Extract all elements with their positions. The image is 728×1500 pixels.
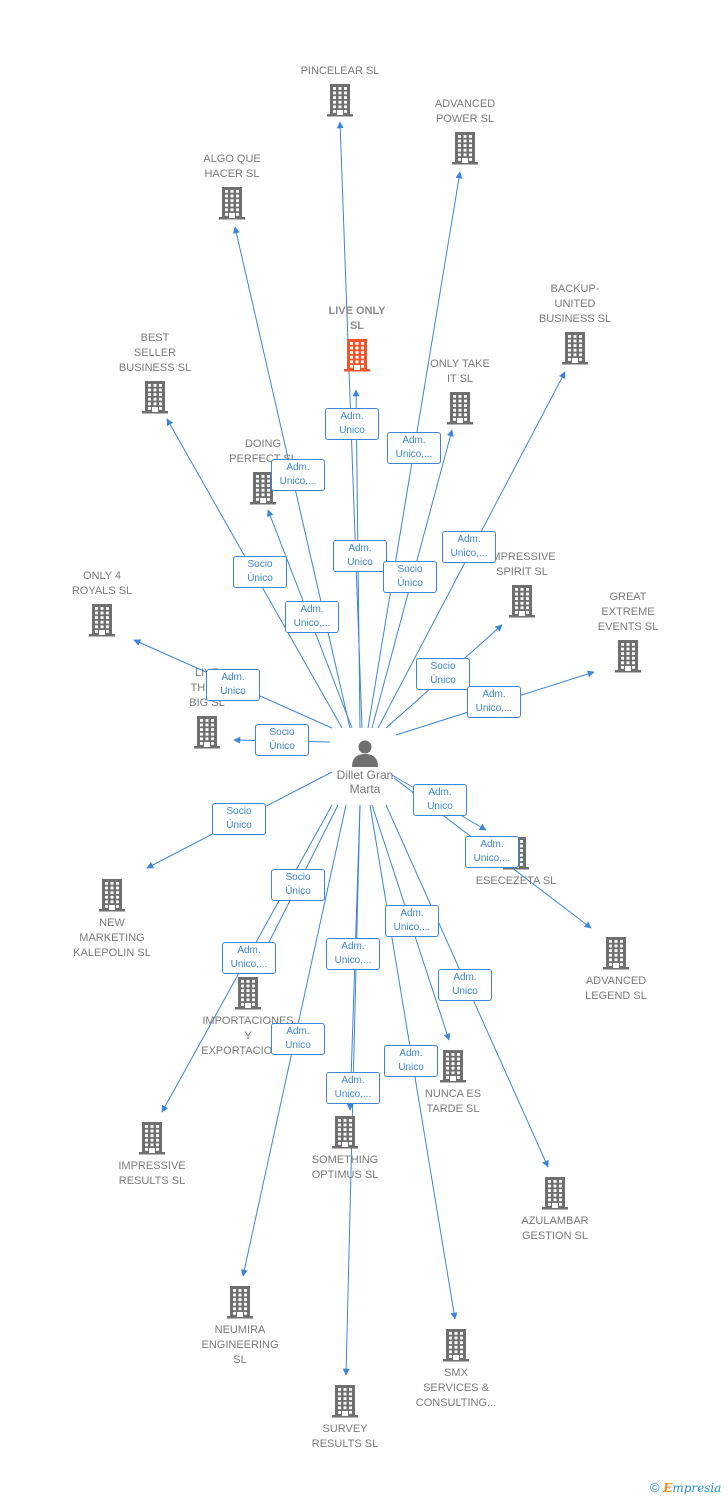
company-node-new-marketing[interactable]: NEW MARKETING KALEPOLIN SL — [57, 878, 167, 961]
building-icon — [344, 339, 370, 372]
company-node-great-extreme[interactable]: GREAT EXTREME EVENTS SL — [573, 590, 683, 673]
company-name: NEW MARKETING KALEPOLIN SL — [73, 917, 151, 959]
role-badge-impressive-spirit[interactable]: Socio Único — [416, 658, 470, 690]
building-icon — [89, 604, 115, 637]
building-icon — [139, 1122, 165, 1155]
role-badge-only-4-royals[interactable]: Adm. Unico — [206, 669, 260, 701]
company-node-only-take-it[interactable]: ONLY TAKE IT SL — [405, 357, 515, 425]
company-name: AZULAMBAR GESTION SL — [521, 1215, 589, 1242]
building-icon — [235, 977, 261, 1010]
role-badge-neumira[interactable]: Adm. Unico — [271, 1023, 325, 1055]
role-badge-new-marketing[interactable]: Socio Único — [212, 803, 266, 835]
building-icon — [603, 937, 629, 970]
company-node-azulambar[interactable]: AZULAMBAR GESTION SL — [500, 1176, 610, 1244]
company-node-smx[interactable]: SMX SERVICES & CONSULTING... — [401, 1328, 511, 1411]
company-node-advanced-power[interactable]: ADVANCED POWER SL — [410, 97, 520, 165]
role-badge-advanced-legend[interactable]: Adm. Unico,... — [465, 836, 519, 868]
building-icon — [509, 585, 535, 618]
brand-logo: Empresia — [663, 1481, 722, 1495]
building-icon — [452, 132, 478, 165]
footer-brand[interactable]: © Empresia — [650, 1480, 721, 1495]
building-icon — [562, 332, 588, 365]
company-name: GREAT EXTREME EVENTS SL — [597, 591, 659, 633]
role-badge-azulambar[interactable]: Adm. Unico — [438, 969, 492, 1001]
role-badge-impressive-results[interactable]: Adm. Unico,... — [222, 942, 276, 974]
building-icon — [250, 472, 276, 505]
company-name: ONLY TAKE IT SL — [430, 358, 490, 385]
company-name: IMPRESSIVE SPIRIT SL — [488, 551, 556, 578]
company-node-advanced-legend[interactable]: ADVANCED LEGEND SL — [561, 936, 671, 1004]
company-node-impressive-spirit[interactable]: IMPRESSIVE SPIRIT SL — [467, 550, 577, 618]
company-name: ADVANCED POWER SL — [434, 98, 496, 125]
company-name: BEST SELLER BUSINESS SL — [118, 332, 192, 374]
building-icon — [443, 1329, 469, 1362]
role-badge-smx[interactable]: Adm. Unico — [384, 1045, 438, 1077]
company-name: IMPRESSIVE RESULTS SL — [118, 1160, 186, 1187]
company-name: ESECEZETA SL — [475, 875, 557, 887]
building-icon — [332, 1385, 358, 1418]
role-badge-something-optimus[interactable]: Adm. Unico,... — [326, 938, 380, 970]
role-badge-importaciones[interactable]: Socio Único — [271, 869, 325, 901]
role-badge-great-extreme[interactable]: Adm. Unico,... — [467, 686, 521, 718]
person-name: Dillet Gran Marta — [336, 768, 394, 796]
role-badge-live-think-big[interactable]: Socio Único — [255, 724, 309, 756]
company-node-impressive-results[interactable]: IMPRESSIVE RESULTS SL — [97, 1121, 207, 1189]
person-icon — [352, 740, 378, 767]
role-badge-only-take-it[interactable]: Adm. Unico,... — [387, 432, 441, 464]
company-name: PINCELEAR SL — [300, 65, 380, 77]
building-icon — [542, 1177, 568, 1210]
company-name: BACKUP- UNITED BUSINESS SL — [538, 283, 612, 325]
building-icon — [99, 879, 125, 912]
company-name: LIVE ONLY SL — [328, 305, 386, 332]
building-icon — [227, 1286, 253, 1319]
company-name: ALGO QUE HACER SL — [203, 153, 261, 180]
company-name: SMX SERVICES & CONSULTING... — [415, 1367, 497, 1409]
company-name: NUNCA ES TARDE SL — [424, 1088, 482, 1115]
company-node-only-4-royals[interactable]: ONLY 4 ROYALS SL — [47, 569, 157, 637]
company-node-neumira[interactable]: NEUMIRA ENGINEERING SL — [185, 1285, 295, 1368]
building-icon — [219, 187, 245, 220]
company-node-survey-results[interactable]: SURVEY RESULTS SL — [290, 1384, 400, 1452]
company-node-live-only[interactable]: LIVE ONLY SL — [302, 304, 412, 372]
building-icon — [447, 392, 473, 425]
company-node-nunca-es-tarde[interactable]: NUNCA ES TARDE SL — [398, 1049, 508, 1117]
building-icon — [332, 1116, 358, 1149]
company-name: SOMETHING OPTIMUS SL — [311, 1154, 379, 1181]
role-badge-advanced-power[interactable]: Socio Único — [383, 561, 437, 593]
building-icon — [327, 84, 353, 117]
center-person[interactable]: Dillet Gran Marta — [325, 738, 405, 796]
company-node-something-optimus[interactable]: SOMETHING OPTIMUS SL — [290, 1115, 400, 1183]
role-badge-esecezeta[interactable]: Adm. Unico — [413, 784, 467, 816]
company-name: ADVANCED LEGEND SL — [585, 975, 647, 1002]
role-badge-nunca-es-tarde[interactable]: Adm. Unico,... — [385, 905, 439, 937]
building-icon — [615, 640, 641, 673]
building-icon — [142, 381, 168, 414]
role-badge-live-only[interactable]: Adm. Unico — [325, 408, 379, 440]
company-node-best-seller[interactable]: BEST SELLER BUSINESS SL — [100, 331, 210, 414]
role-badge-pincelear[interactable]: Adm. Unico — [333, 540, 387, 572]
company-node-pincelear[interactable]: PINCELEAR SL — [285, 64, 395, 117]
building-icon — [440, 1050, 466, 1083]
role-badge-algo-que-hacer[interactable]: Adm. Unico,... — [285, 601, 339, 633]
role-badge-best-seller[interactable]: Socio Único — [233, 556, 287, 588]
role-badge-backup-united[interactable]: Adm. Unico,... — [442, 531, 496, 563]
role-badge-doing-perfect[interactable]: Adm. Unico,... — [271, 459, 325, 491]
company-name: ONLY 4 ROYALS SL — [71, 570, 133, 597]
company-node-algo-que-hacer[interactable]: ALGO QUE HACER SL — [177, 152, 287, 220]
copyright-symbol: © — [650, 1480, 660, 1495]
company-node-backup-united[interactable]: BACKUP- UNITED BUSINESS SL — [520, 282, 630, 365]
company-name: SURVEY RESULTS SL — [311, 1423, 379, 1450]
company-name: NEUMIRA ENGINEERING SL — [201, 1324, 279, 1366]
building-icon — [194, 716, 220, 749]
role-badge-survey-results[interactable]: Adm. Unico,... — [326, 1072, 380, 1104]
